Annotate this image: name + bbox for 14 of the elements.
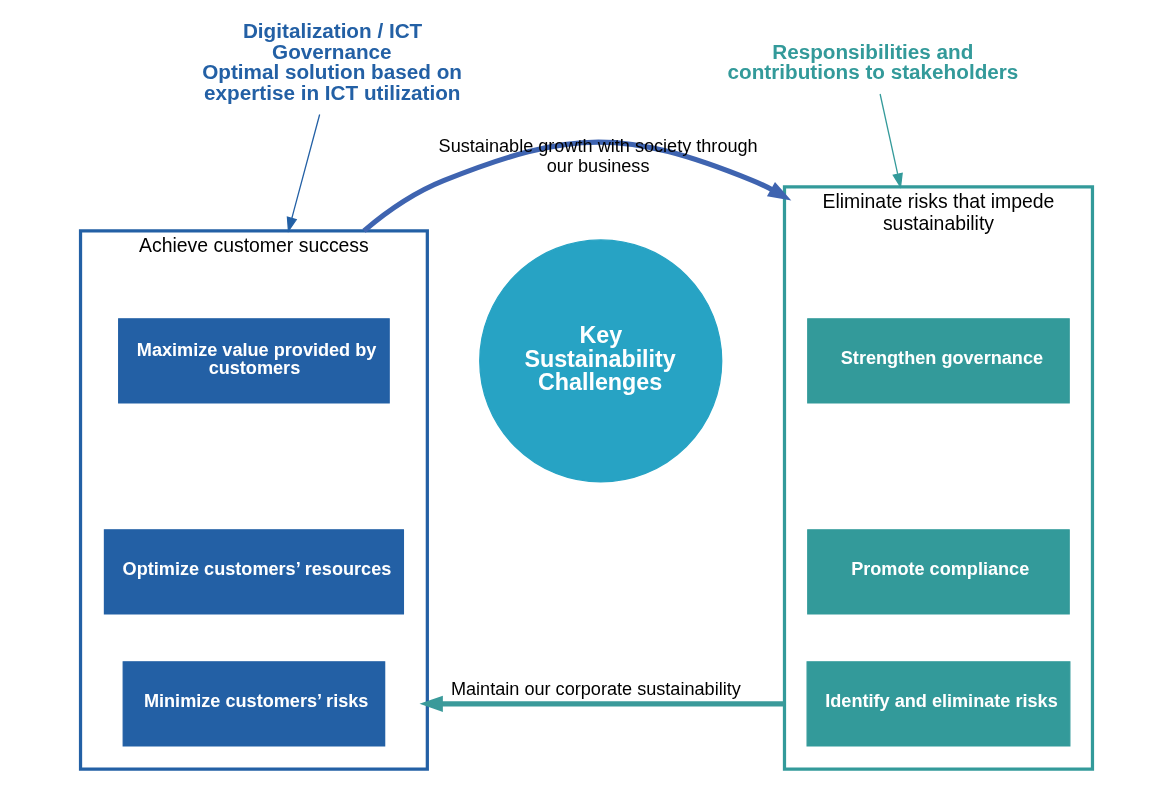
- edge-label: Maintain our corporate sustainability: [450, 679, 741, 700]
- arrow: [878, 93, 903, 189]
- node-box: Strengthen governance: [806, 318, 1070, 404]
- node-box: Optimize customers’ resources: [103, 529, 404, 615]
- node-box: Maximize value provided by customers: [117, 318, 390, 404]
- arrow: [361, 139, 791, 233]
- arrow: [286, 113, 320, 233]
- arrow: [419, 695, 784, 712]
- node-text: Responsibilities and contributions to stakeholders: [727, 39, 1018, 84]
- node-box: Promote compliance: [806, 529, 1070, 615]
- node-circle: Key Sustainability Challenges: [478, 239, 722, 483]
- node-box: Minimize customers’ risks: [122, 661, 385, 747]
- node-box: Identify and eliminate risks: [806, 661, 1070, 747]
- node-text: Digitalization / ICT Governance Optimal solution based on expertise in ICT utilization: [201, 18, 462, 104]
